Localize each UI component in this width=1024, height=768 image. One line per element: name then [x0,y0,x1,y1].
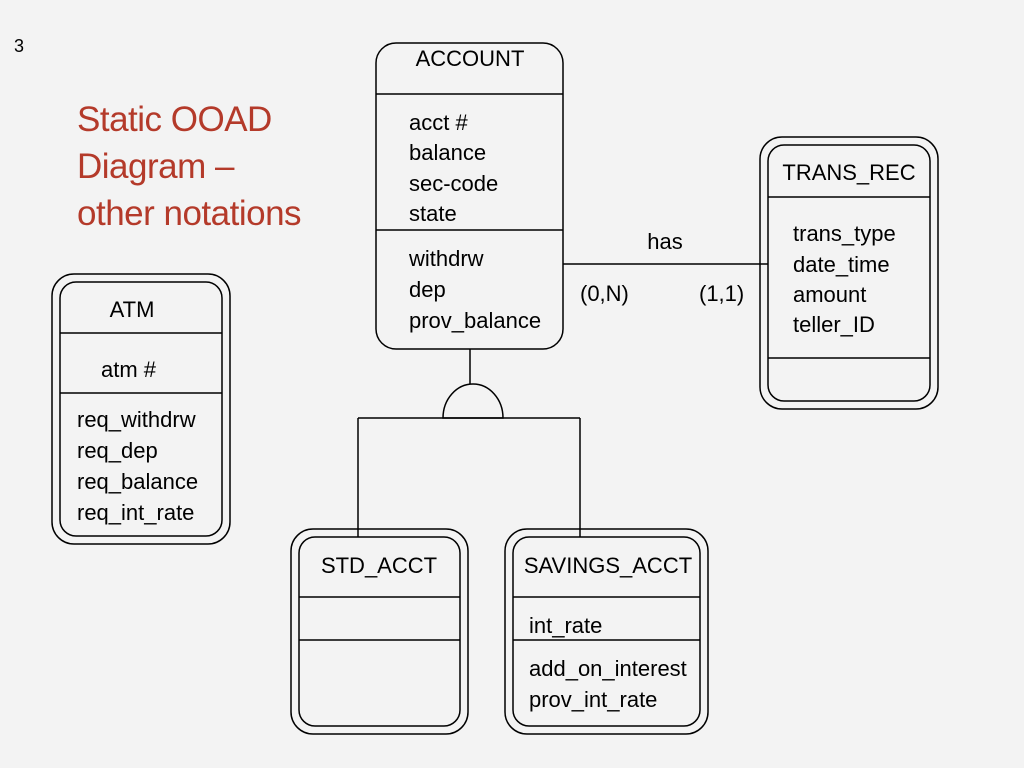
title-line-1: Static OOAD [77,100,272,139]
account-class-name: ACCOUNT [416,46,525,71]
savings-acct-attribute: int_rate [529,613,602,638]
std-acct-inner-border [298,536,461,727]
slide-title: Static OOAD Diagram – other notations [77,96,302,237]
account-attribute: acct # [409,110,468,135]
atm-operation: req_balance [77,469,198,494]
savings-acct-class-name: SAVINGS_ACCT [524,553,692,578]
account-operation: dep [409,277,446,302]
class-atm[interactable] [51,273,231,545]
account-box [375,42,564,350]
class-savings-acct[interactable] [504,528,709,735]
account-operation: withdrw [408,246,484,271]
atm-operation: req_withdrw [77,407,196,432]
savings-acct-outer-border [504,528,709,735]
relationship-label: has [647,229,682,254]
std-acct-outer-border [290,528,469,735]
savings-acct-inner-border [512,536,701,727]
atm-attribute: atm # [101,357,157,382]
generalization-connector[interactable] [357,349,581,537]
std-acct-class-name: STD_ACCT [321,553,437,578]
trans-rec-outer-border [759,136,939,410]
atm-operation: req_dep [77,438,158,463]
class-std-acct[interactable] [290,528,469,735]
trans-rec-inner-border [767,144,931,402]
class-account[interactable] [375,42,564,350]
account-attribute: balance [409,140,486,165]
trans-rec-attribute: date_time [793,252,890,277]
savings-acct-operation: prov_int_rate [529,687,657,712]
class-trans-rec[interactable] [759,136,939,410]
trans-rec-cardinality: (1,1) [699,281,744,306]
account-attribute: sec-code [409,171,498,196]
account-attribute: state [409,201,457,226]
savings-acct-operation: add_on_interest [529,656,687,681]
title-line-3: other notations [77,194,302,233]
atm-inner-border [59,281,223,537]
trans-rec-attribute: teller_ID [793,312,875,337]
account-cardinality: (0,N) [580,281,629,306]
trans-rec-class-name: TRANS_REC [782,160,915,185]
account-operation: prov_balance [409,308,541,333]
generalization-semicircle [442,383,504,419]
atm-class-name: ATM [110,297,155,322]
atm-outer-border [51,273,231,545]
trans-rec-attribute: amount [793,282,866,307]
atm-operation: req_int_rate [77,500,194,525]
title-line-2: Diagram – [77,147,234,186]
slide-number: 3 [14,36,25,56]
trans-rec-attribute: trans_type [793,221,896,246]
